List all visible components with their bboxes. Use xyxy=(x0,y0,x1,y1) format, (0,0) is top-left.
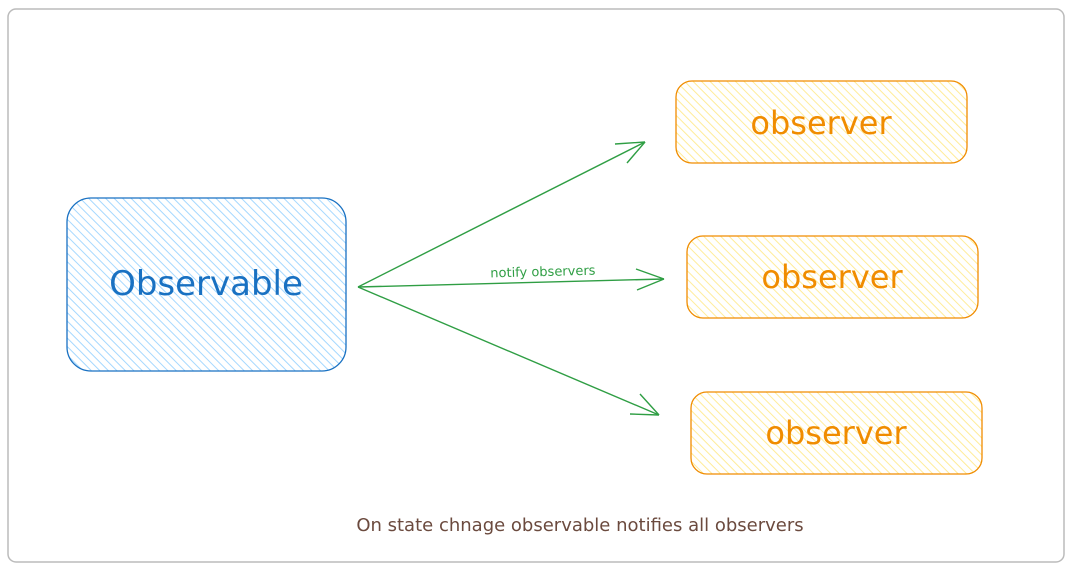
observer-node[interactable]: observer xyxy=(690,391,983,475)
observer-node[interactable]: observer xyxy=(675,80,968,164)
observer-node[interactable]: observer xyxy=(686,235,979,319)
observable-label: Observable xyxy=(109,264,303,304)
observer-label: observer xyxy=(750,104,892,142)
arrow-to-observer-1[interactable] xyxy=(357,141,646,288)
caption: On state chnage observable notifies all … xyxy=(356,515,803,536)
frame[interactable] xyxy=(7,8,1065,563)
arrow-label: notify observers xyxy=(490,264,596,282)
observer-label: observer xyxy=(761,258,903,296)
arrow-to-observer-3[interactable] xyxy=(357,286,660,416)
arrow-to-observer-2[interactable] xyxy=(357,268,665,291)
observer-label: observer xyxy=(765,414,907,452)
observable-node[interactable]: Observable xyxy=(66,197,347,372)
